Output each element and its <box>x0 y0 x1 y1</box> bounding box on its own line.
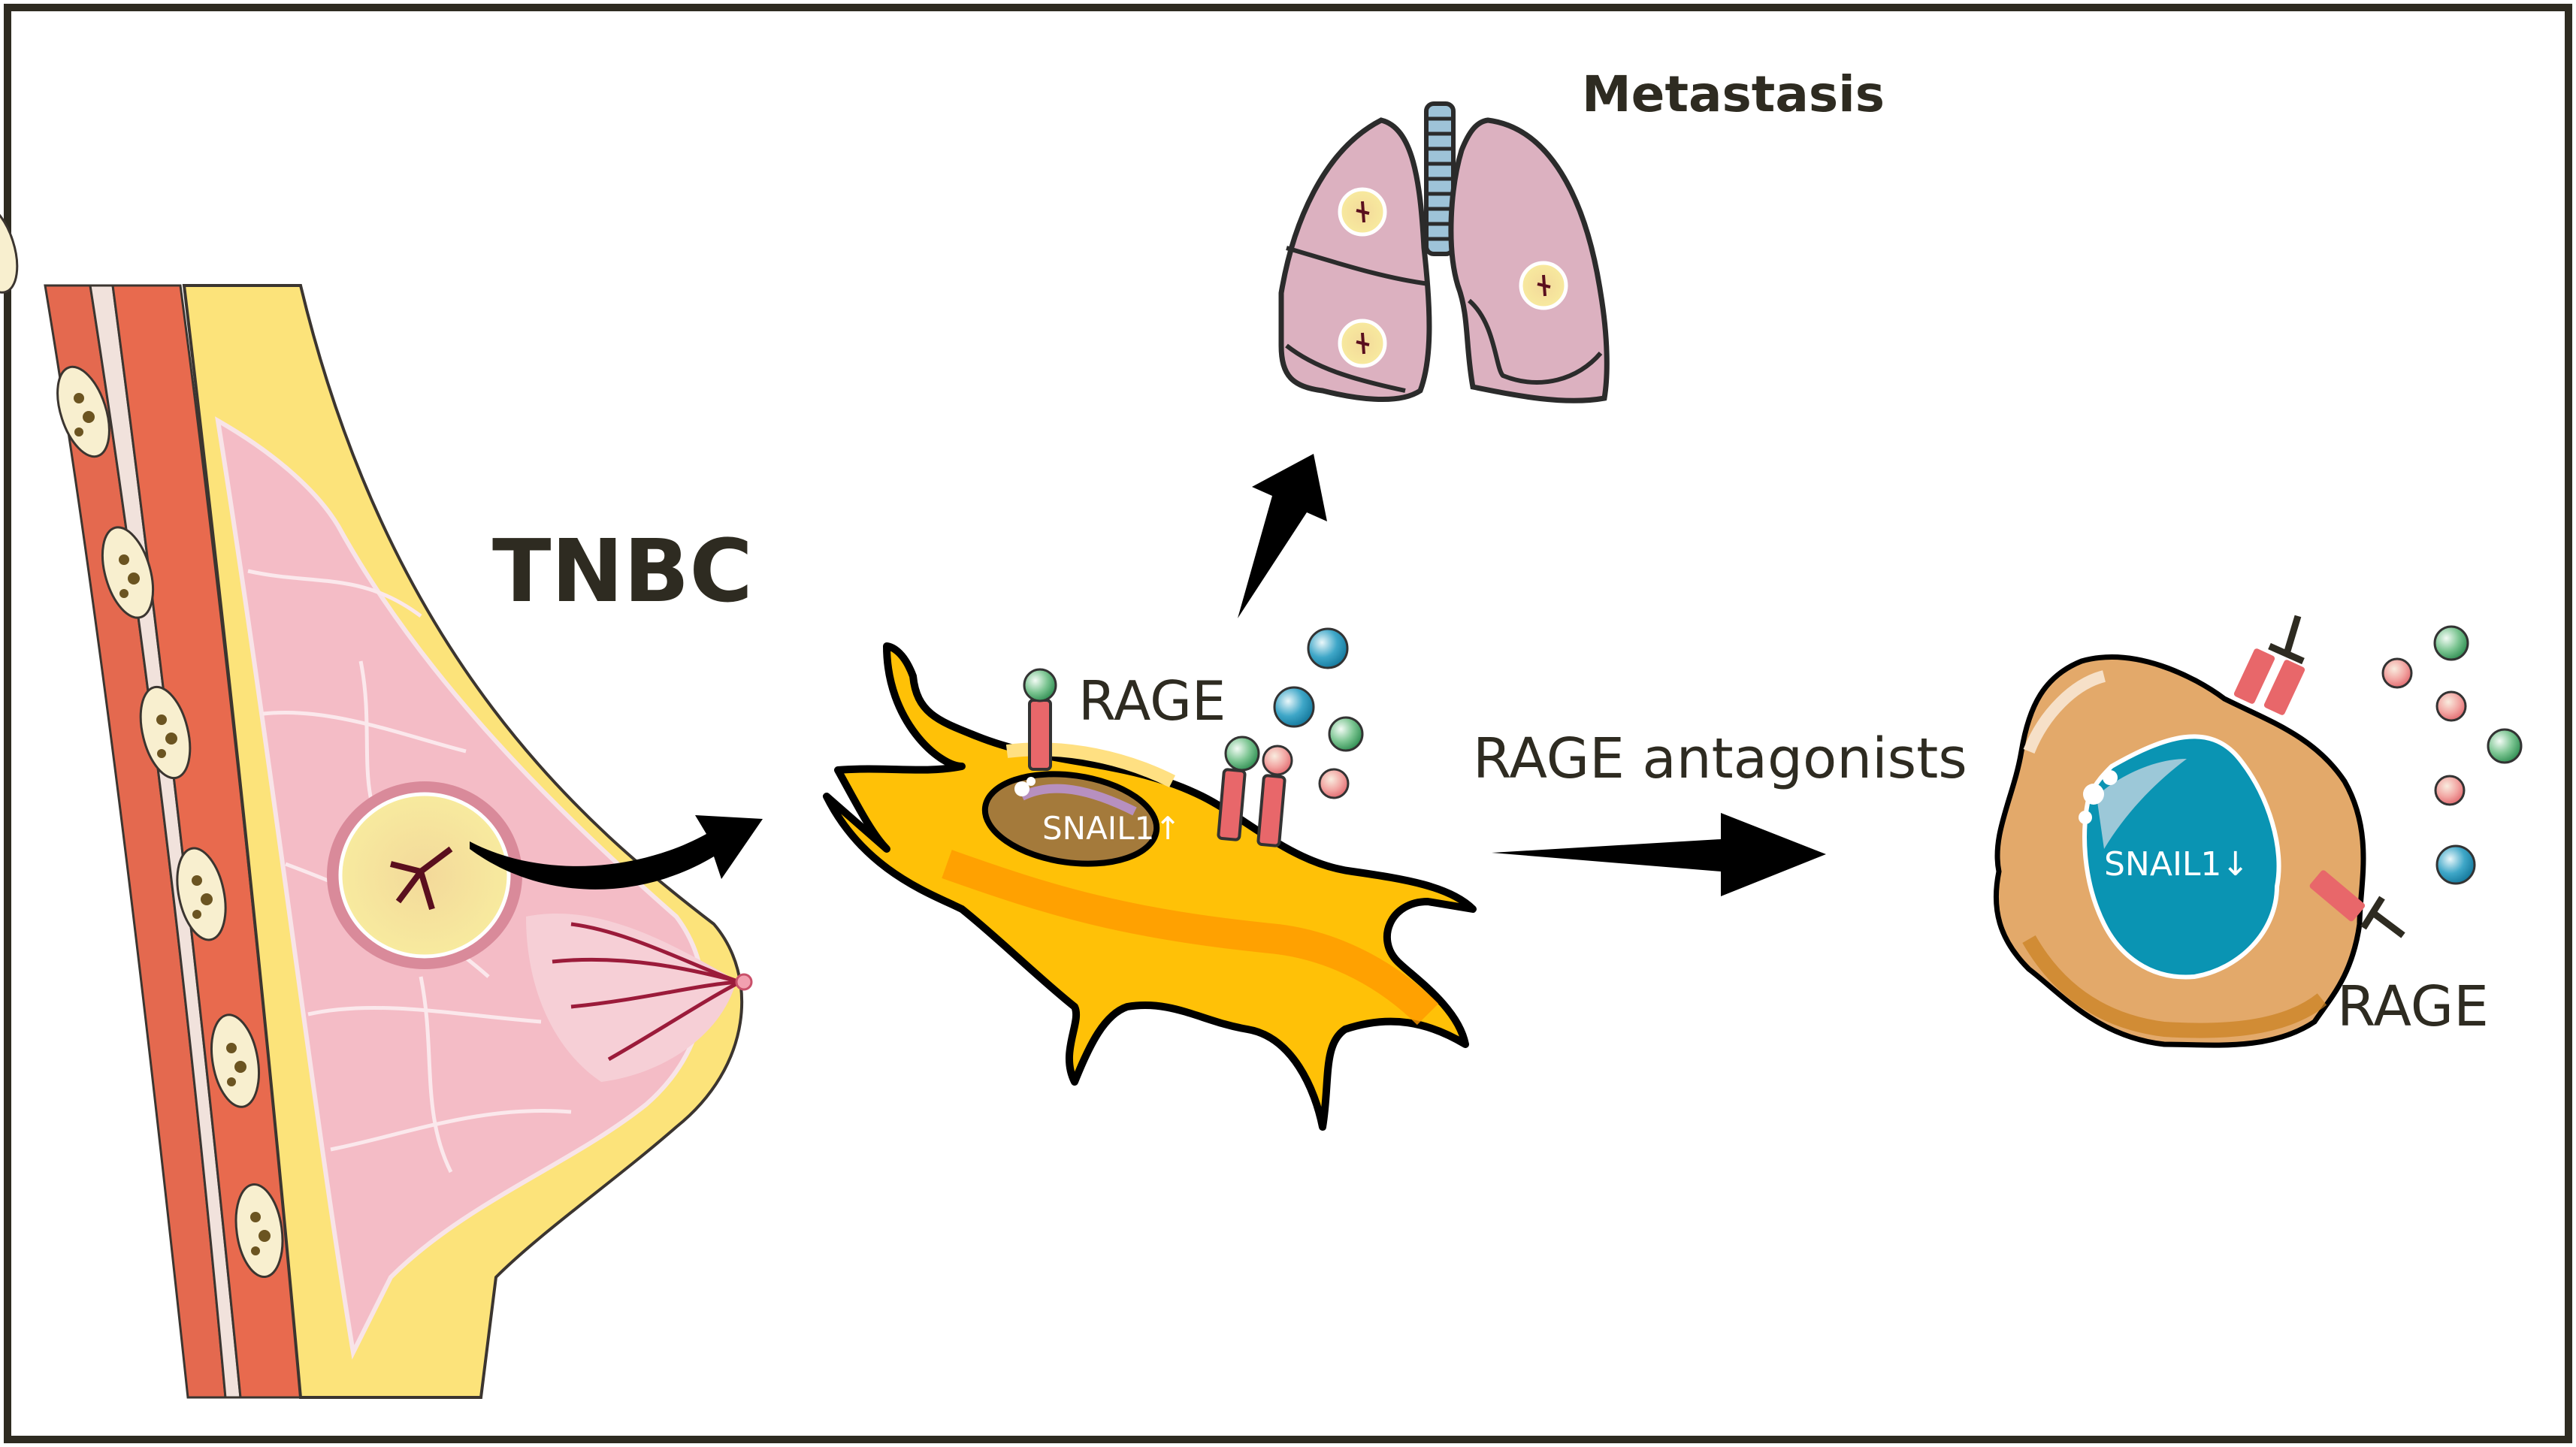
rib <box>234 1183 284 1279</box>
rage-receptor <box>1256 774 1286 847</box>
metastasis-label: Metastasis <box>1582 65 1885 123</box>
rage-receptor <box>2309 870 2366 922</box>
ligand-pink <box>2435 690 2467 722</box>
left-lung <box>1448 117 1610 403</box>
ligand-green <box>1023 668 1057 702</box>
arrow-cell-to-lungs <box>1238 454 1327 618</box>
rage-receptor <box>1028 699 1052 771</box>
ligand-pink <box>1318 768 1350 799</box>
ligand-blue <box>2435 844 2476 885</box>
rage-receptor <box>2263 660 2305 715</box>
snail1-down-label: SNAIL1↓ <box>2104 845 2249 884</box>
rage-receptor <box>1217 768 1247 841</box>
rib <box>101 526 155 619</box>
rage-receptor <box>2233 648 2275 704</box>
nipple <box>735 973 753 991</box>
rage-label-top: RAGE <box>1078 669 1226 733</box>
mesenchymal-cell: SNAIL1↑ <box>823 627 1477 1131</box>
primary-tumor <box>327 781 522 969</box>
ligand-green <box>1328 716 1364 752</box>
ligand-green <box>2487 728 2523 764</box>
rage-antagonists-label: RAGE antagonists <box>1473 727 1967 791</box>
rib <box>176 847 227 941</box>
ligand-green <box>1224 736 1260 772</box>
tnbc-label: TNBC <box>492 521 753 622</box>
treated-cell: SNAIL1↓ <box>1993 615 2523 1048</box>
ligand-pink <box>1262 745 1293 776</box>
antagonist-blocker-right <box>2360 896 2405 938</box>
rib <box>210 1014 260 1108</box>
breast-cross-section <box>0 201 753 1399</box>
ligand-blue <box>1307 627 1349 669</box>
right-lung <box>1278 117 1432 403</box>
figure-border <box>4 4 2572 1443</box>
ducts <box>552 922 742 1062</box>
arrow-tumor-to-cell <box>470 815 763 890</box>
snail1-up-label: SNAIL1↑ <box>1042 810 1181 847</box>
ribs <box>0 201 284 1279</box>
rib <box>139 685 192 780</box>
ligand-pink <box>2434 775 2466 806</box>
ligand-pink <box>2381 657 2413 689</box>
ligand-green <box>2433 625 2469 661</box>
ligand-blue <box>1273 686 1315 728</box>
trachea <box>1424 101 1456 256</box>
arrow-cell-to-treated-cell <box>1492 813 1826 896</box>
lungs <box>1278 101 1610 403</box>
rage-label-bottom: RAGE <box>2337 974 2489 1039</box>
antagonist-blocker-top <box>2268 615 2305 665</box>
mesenchymal-cell-body <box>823 642 1477 1131</box>
rib <box>56 365 110 458</box>
